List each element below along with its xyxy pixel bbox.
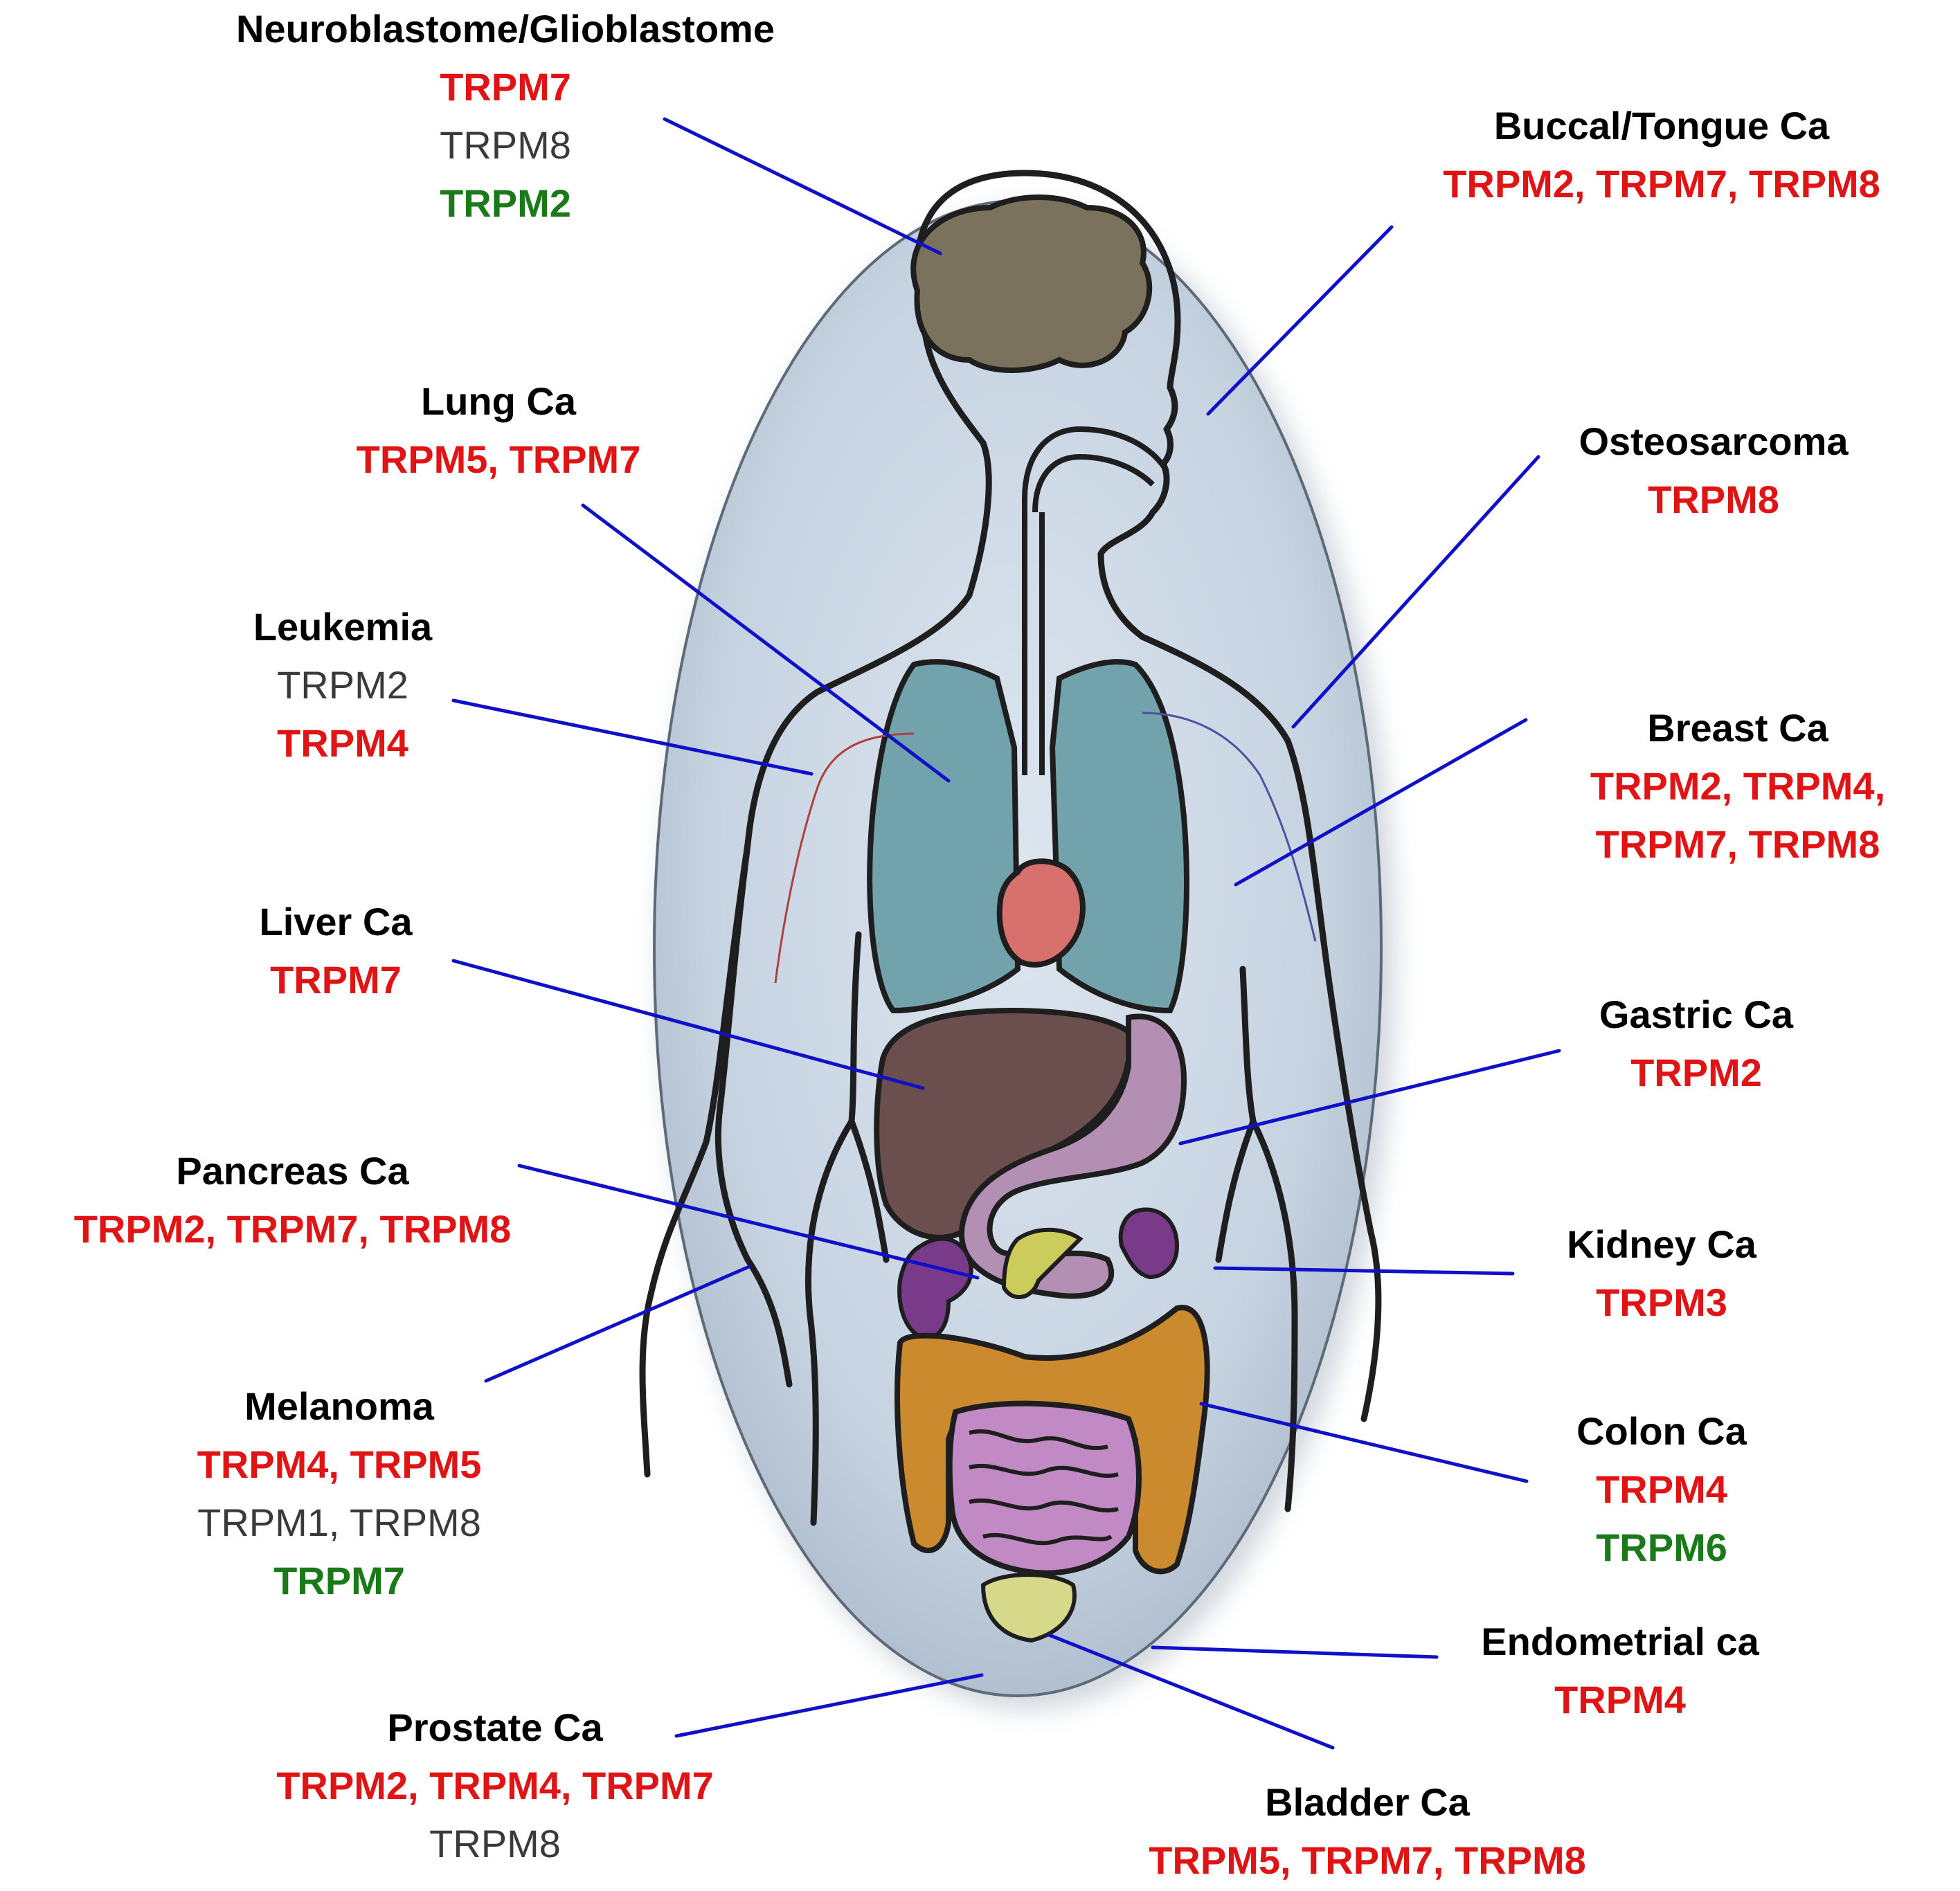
label-pancreas-channels: TRPM2, TRPM7, TRPM8 — [73, 1207, 512, 1251]
label-pancreas-name: Pancreas Ca — [176, 1149, 409, 1193]
right-lung-shape — [1049, 659, 1189, 1014]
leader-line-gastric — [1178, 1049, 1561, 1146]
label-melanoma-name: Melanoma — [244, 1384, 434, 1428]
leader-line-pancreas — [517, 1164, 980, 1280]
pancreas-shape — [1001, 1227, 1084, 1299]
label-leukemia: Leukemia TRPM2 TRPM4 — [201, 598, 485, 772]
leader-line-colon — [1199, 1402, 1529, 1483]
right-kidney-shape — [1118, 1207, 1180, 1280]
label-gastric-trpm2: TRPM2 — [1630, 1051, 1762, 1094]
label-bladder-channels: TRPM5, TRPM7, TRPM8 — [1149, 1838, 1586, 1882]
label-melanoma-mixed: TRPM1, TRPM8 — [197, 1501, 481, 1544]
left-lung-shape — [867, 659, 1021, 1014]
leader-line-endometrial — [1151, 1645, 1439, 1659]
label-prostate-name: Prostate Ca — [387, 1705, 603, 1749]
label-neuroblastome-trpm2: TRPM2 — [440, 181, 571, 225]
label-endometrial: Endometrial ca TRPM4 — [1426, 1613, 1814, 1729]
label-prostate-trpm8: TRPM8 — [429, 1822, 561, 1865]
label-buccal-name: Buccal/Tongue Ca — [1493, 104, 1830, 147]
leader-line-bladder — [1047, 1633, 1335, 1750]
label-breast-name: Breast Ca — [1647, 706, 1828, 750]
label-kidney-name: Kidney Ca — [1567, 1222, 1756, 1266]
leader-line-neuro — [663, 117, 942, 255]
label-lung-channels: TRPM5, TRPM7 — [356, 437, 641, 481]
stomach-shape — [958, 1013, 1187, 1299]
body-silhouette — [639, 170, 1382, 1526]
leader-line-liver — [451, 959, 925, 1090]
label-endometrial-trpm4: TRPM4 — [1554, 1678, 1686, 1721]
label-gastric-name: Gastric Ca — [1599, 993, 1794, 1036]
leader-line-leukemia — [451, 698, 813, 776]
label-neuroblastome-name: Neuroblastome/Glioblastome — [236, 7, 775, 51]
label-prostate-upregulated: TRPM2, TRPM4, TRPM7 — [276, 1764, 714, 1807]
label-bladder: Bladder Ca TRPM5, TRPM7, TRPM8 — [1059, 1773, 1675, 1890]
label-breast-channels-1: TRPM2, TRPM4, — [1590, 764, 1886, 808]
small-intestine-shape — [946, 1400, 1142, 1576]
label-lung: Lung Ca TRPM5, TRPM7 — [291, 372, 706, 489]
leader-lines — [451, 117, 1561, 1750]
leader-line-melanoma — [484, 1265, 751, 1383]
label-osteosarcoma-trpm8: TRPM8 — [1648, 478, 1779, 521]
heart-shape — [996, 858, 1086, 968]
label-leukemia-trpm4: TRPM4 — [277, 721, 408, 765]
label-buccal-channels: TRPM2, TRPM7, TRPM8 — [1443, 162, 1880, 206]
label-colon-name: Colon Ca — [1576, 1409, 1747, 1453]
leader-line-breast — [1234, 718, 1528, 887]
label-buccal: Buccal/Tongue Ca TRPM2, TRPM7, TRPM8 — [1371, 97, 1952, 213]
label-melanoma-upregulated: TRPM4, TRPM5 — [197, 1442, 482, 1486]
label-breast-channels-2: TRPM7, TRPM8 — [1595, 822, 1880, 866]
label-gastric: Gastric Ca TRPM2 — [1537, 986, 1855, 1102]
leader-line-buccal — [1206, 225, 1394, 416]
label-osteosarcoma: Osteosarcoma TRPM8 — [1506, 413, 1921, 529]
label-leukemia-trpm2: TRPM2 — [277, 663, 408, 707]
label-neuroblastome-trpm8: TRPM8 — [440, 123, 571, 167]
leader-line-lung — [581, 503, 951, 783]
label-pancreas: Pancreas Ca TRPM2, TRPM7, TRPM8 — [0, 1142, 585, 1258]
leader-line-kidney — [1213, 1266, 1515, 1276]
brain-shape — [910, 194, 1153, 373]
label-melanoma: Melanoma TRPM4, TRPM5 TRPM1, TRPM8 TRPM7 — [132, 1377, 547, 1610]
label-bladder-name: Bladder Ca — [1265, 1780, 1470, 1824]
label-colon-trpm6: TRPM6 — [1596, 1526, 1727, 1569]
label-colon: Colon Ca TRPM4 TRPM6 — [1516, 1402, 1807, 1577]
leader-line-osteo — [1291, 455, 1540, 729]
label-liver: Liver Ca TRPM7 — [194, 893, 478, 1009]
label-colon-trpm4: TRPM4 — [1596, 1467, 1727, 1511]
label-neuroblastome: Neuroblastome/Glioblastome TRPM7 TRPM8 T… — [138, 0, 872, 233]
intestine-coils — [969, 1429, 1119, 1546]
label-neuroblastome-trpm7: TRPM7 — [440, 65, 571, 109]
label-kidney: Kidney Ca TRPM3 — [1516, 1215, 1807, 1332]
left-arm-vessel — [774, 732, 915, 984]
right-arm-vessel — [1142, 712, 1317, 942]
label-liver-name: Liver Ca — [259, 900, 413, 943]
label-lung-name: Lung Ca — [421, 379, 576, 423]
label-liver-trpm7: TRPM7 — [270, 958, 402, 1002]
colon-shape — [894, 1305, 1210, 1575]
label-melanoma-downregulated: TRPM7 — [273, 1559, 405, 1602]
trachea — [1022, 426, 1169, 775]
label-leukemia-name: Leukemia — [253, 605, 433, 649]
label-breast: Breast Ca TRPM2, TRPM4, TRPM7, TRPM8 — [1523, 699, 1952, 874]
label-prostate: Prostate Ca TRPM2, TRPM4, TRPM7 TRPM8 — [187, 1699, 803, 1873]
label-endometrial-name: Endometrial ca — [1481, 1620, 1759, 1663]
leader-line-prostate — [674, 1673, 984, 1738]
label-osteosarcoma-name: Osteosarcoma — [1579, 419, 1849, 463]
bladder-shape — [980, 1573, 1077, 1643]
label-kidney-trpm3: TRPM3 — [1596, 1281, 1727, 1324]
